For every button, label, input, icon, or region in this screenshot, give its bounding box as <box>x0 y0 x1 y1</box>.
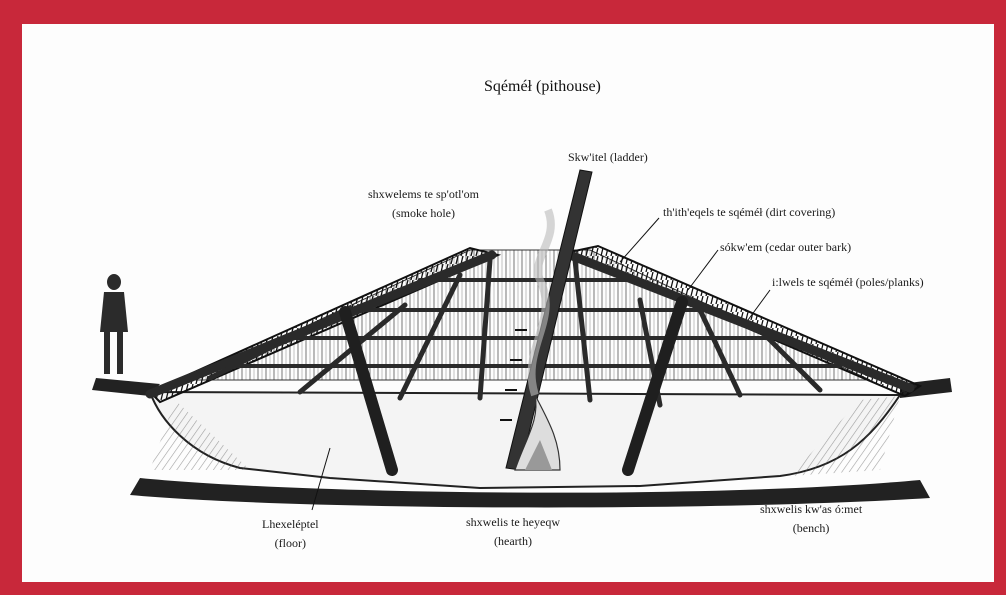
poles-planks-label: i:lwels te sqéméł (poles/planks) <box>772 273 924 292</box>
smoke-hole-label: shxwelems te sp'otl'om (smoke hole) <box>368 185 479 223</box>
bench-label: shxwelis kw'as ó:met (bench) <box>760 500 862 538</box>
floor-label: Lhexeléptel (floor) <box>262 515 319 553</box>
hearth-label: shxwelis te heyeqw (hearth) <box>466 513 560 551</box>
cedar-bark-label: sókw'em (cedar outer bark) <box>720 238 851 257</box>
ladder-label: Skw'itel (ladder) <box>568 148 648 167</box>
diagram-title: Sqéméł (pithouse) <box>484 78 601 96</box>
person-figure <box>100 274 128 374</box>
dirt-covering-label: th'ith'eqels te sqéméł (dirt covering) <box>663 203 835 222</box>
